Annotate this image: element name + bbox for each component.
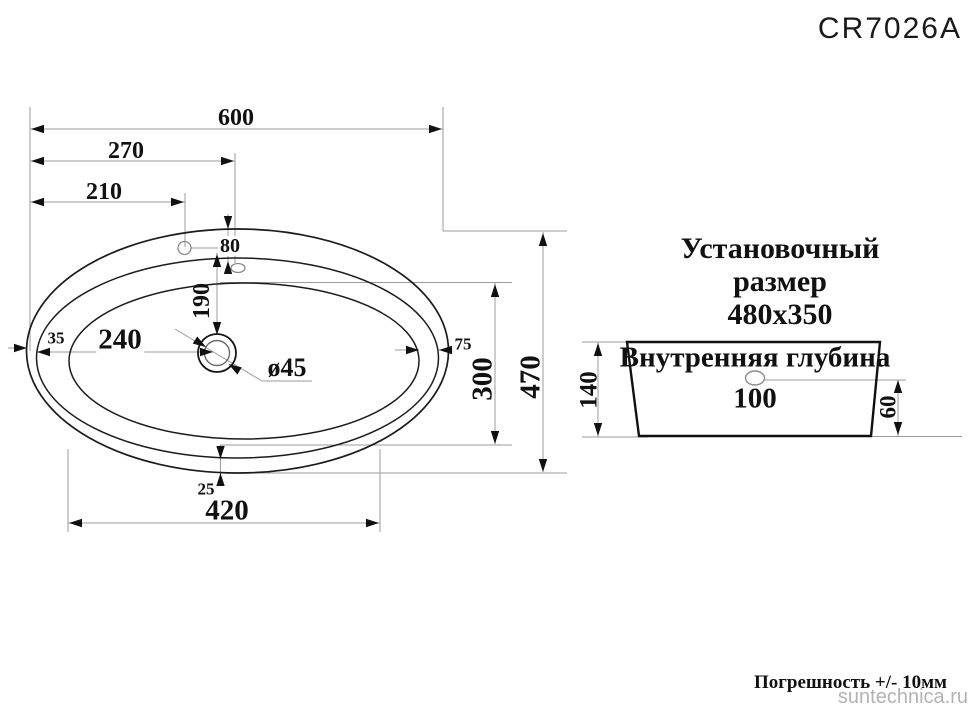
- dim-label-420: 420: [205, 494, 249, 527]
- installation-size-line2: 480x350: [727, 298, 833, 331]
- middle-rim-ellipse: [35, 257, 440, 459]
- side-view-drain-hole: [744, 370, 766, 386]
- inner-depth-label: Внутренняя глубина: [619, 341, 891, 374]
- faucet-hole: [177, 240, 192, 256]
- dim-label-25: 25: [195, 479, 217, 499]
- installation-size-line1: Установочный размер: [680, 232, 880, 298]
- dim-label-190: 190: [189, 283, 215, 319]
- outer-rim-ellipse: [25, 228, 450, 474]
- dim-label-60: 60: [875, 395, 901, 419]
- dim-label-75: 75: [452, 334, 474, 354]
- dim-label-140: 140: [575, 371, 603, 409]
- dim-label-80: 80: [218, 235, 242, 257]
- dim-label-210: 210: [86, 179, 122, 205]
- dim-label-drain-diameter: ø45: [267, 353, 307, 382]
- dim-label-240: 240: [96, 323, 144, 356]
- dim-label-270: 270: [108, 138, 144, 164]
- inner-basin-ellipse: [68, 282, 420, 440]
- dim-label-35: 35: [45, 328, 67, 348]
- side-view-basin-outline: [625, 340, 882, 438]
- dim-label-100: 100: [733, 382, 777, 415]
- tolerance-note: Погрешность +/- 10мм: [753, 672, 947, 693]
- model-number: CR7026A: [817, 12, 962, 45]
- dim-label-300: 300: [466, 357, 499, 401]
- dim-label-600: 600: [218, 105, 254, 131]
- overflow-hole: [230, 262, 246, 274]
- dim-label-470: 470: [514, 355, 547, 399]
- watermark: suntechnica.ru: [837, 686, 968, 708]
- installation-size-title: Установочный размер 480x350: [681, 232, 880, 331]
